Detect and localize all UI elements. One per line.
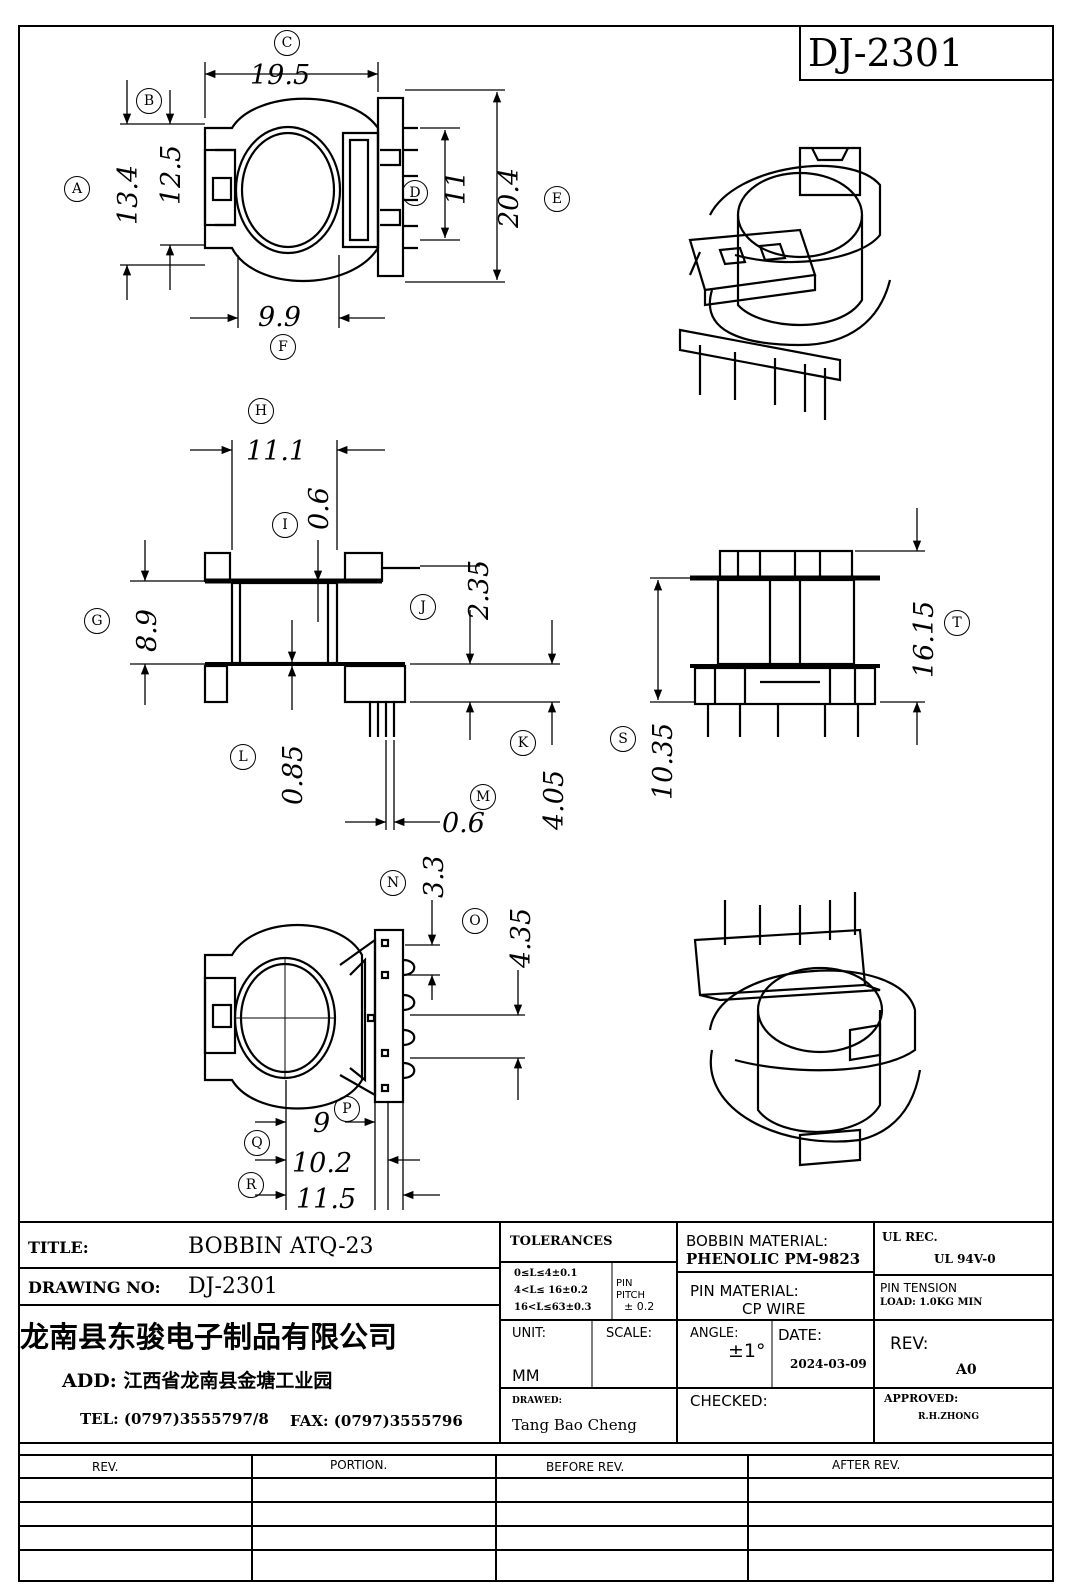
tolerance-line-1: 0≤L≤4±0.1 [514,1268,578,1279]
dim-k: 4.05 [539,770,570,831]
callout-s: S [610,726,636,752]
callout-c: C [274,30,300,56]
bottom-view-dimensions [255,900,525,1210]
callout-k: K [510,730,536,756]
callout-n: N [380,870,406,896]
isometric-view-bottom [693,892,922,1167]
dim-c: 19.5 [250,60,310,91]
checked-label: CHECKED: [690,1392,768,1410]
dim-a: 13.4 [113,165,144,225]
callout-e: E [544,186,570,212]
title-block-grid [19,1221,1053,1581]
bottom-view [203,923,416,1110]
callout-o: O [462,908,488,934]
dim-o: 4.35 [506,908,537,969]
rev-table-header-portion: PORTION. [330,1458,388,1472]
approved-value: R.H.ZHONG [918,1412,980,1422]
date-label: DATE: [778,1326,823,1344]
rev-label: REV: [890,1334,929,1354]
unit-label: UNIT: [512,1326,546,1341]
pin-tension-value: LOAD: 1.0KG MIN [880,1297,983,1308]
front-view [203,551,420,737]
dim-s: 10.35 [648,723,679,800]
callout-h: H [248,398,274,424]
rev-value: A0 [956,1362,977,1378]
callout-a: A [64,176,90,202]
dim-l: 0.85 [278,745,309,805]
company-name: 龙南县东骏电子制品有限公司 [20,1320,398,1354]
callout-m: M [470,784,496,810]
rev-table-header-after: AFTER REV. [832,1458,901,1472]
dim-i: 0.6 [304,487,335,530]
bobbin-material-label: BOBBIN MATERIAL: [686,1232,829,1250]
ul-label: UL REC. [882,1230,938,1244]
company-fax: FAX: (0797)3555796 [290,1412,463,1430]
callout-l: L [230,744,256,770]
company-tel: TEL: (0797)3555797/8 [80,1410,269,1428]
front-view-dimensions [130,440,560,830]
side-view-dimensions [650,508,925,745]
dim-f: 9.9 [258,302,301,333]
callout-j: J [410,594,436,620]
date-value: 2024-03-09 [790,1357,867,1371]
callout-p: P [334,1096,360,1122]
top-view [203,96,418,282]
dim-g: 8.9 [132,609,163,652]
dim-d: 11 [441,171,472,205]
callout-f: F [270,334,296,360]
pin-tension-label: PIN TENSION [880,1281,958,1295]
pin-pitch-value: ± 0.2 [624,1300,655,1313]
drawing-id: DJ-2301 [808,31,963,75]
drawing-no-label: DRAWING NO: [28,1278,161,1297]
isometric-view-top [678,146,892,420]
dim-h: 11.1 [246,436,306,467]
callout-q: Q [244,1130,270,1156]
drawing-id-box [799,25,1054,81]
dim-t: 16.15 [909,601,940,678]
company-address: ADD: 江西省龙南县金塘工业园 [62,1370,333,1392]
dim-p: 9 [313,1108,330,1139]
title-label: TITLE: [28,1238,89,1257]
callout-b: B [136,88,162,114]
dim-e: 20.4 [494,168,525,229]
angle-value: ±1° [728,1340,766,1362]
title-value: BOBBIN ATQ-23 [188,1234,374,1259]
pin-pitch-label-1: PIN [616,1278,633,1289]
dim-n: 3.3 [419,855,450,898]
dim-j: 2.35 [464,560,495,621]
pin-material-label: PIN MATERIAL: [690,1282,799,1300]
tolerances-label: TOLERANCES [510,1234,613,1249]
callout-g: G [84,608,110,634]
callout-r: R [238,1172,264,1198]
dim-b: 12.5 [156,145,187,205]
approved-label: APPROVED: [884,1392,959,1405]
tolerance-line-2: 4<L≤ 16±0.2 [514,1285,588,1296]
drawn-value: Tang Bao Cheng [512,1416,637,1434]
top-view-dimensions [120,62,505,328]
callout-i: I [272,512,298,538]
pin-material-value: CP WIRE [742,1300,806,1318]
angle-label: ANGLE: [690,1326,739,1341]
dim-q: 10.2 [292,1148,352,1179]
dim-r: 11.5 [296,1184,356,1215]
drawing-frame [18,25,1054,1582]
drawing-no-value: DJ-2301 [188,1274,278,1299]
side-view [690,549,880,737]
drawn-label: DRAWED: [512,1396,562,1406]
pin-pitch-label-2: PITCH [616,1290,646,1301]
rev-table-header-rev: REV. [92,1460,119,1474]
callout-d: D [402,180,428,206]
scale-label: SCALE: [606,1326,653,1341]
rev-table-header-before: BEFORE REV. [546,1460,625,1474]
ul-value: UL 94V-0 [934,1252,996,1266]
callout-t: T [944,610,970,636]
tolerance-line-3: 16<L≤63±0.3 [514,1302,592,1313]
bobbin-material-value: PHENOLIC PM-9823 [686,1250,861,1268]
unit-value: MM [512,1366,540,1385]
dim-m: 0.6 [442,808,485,839]
